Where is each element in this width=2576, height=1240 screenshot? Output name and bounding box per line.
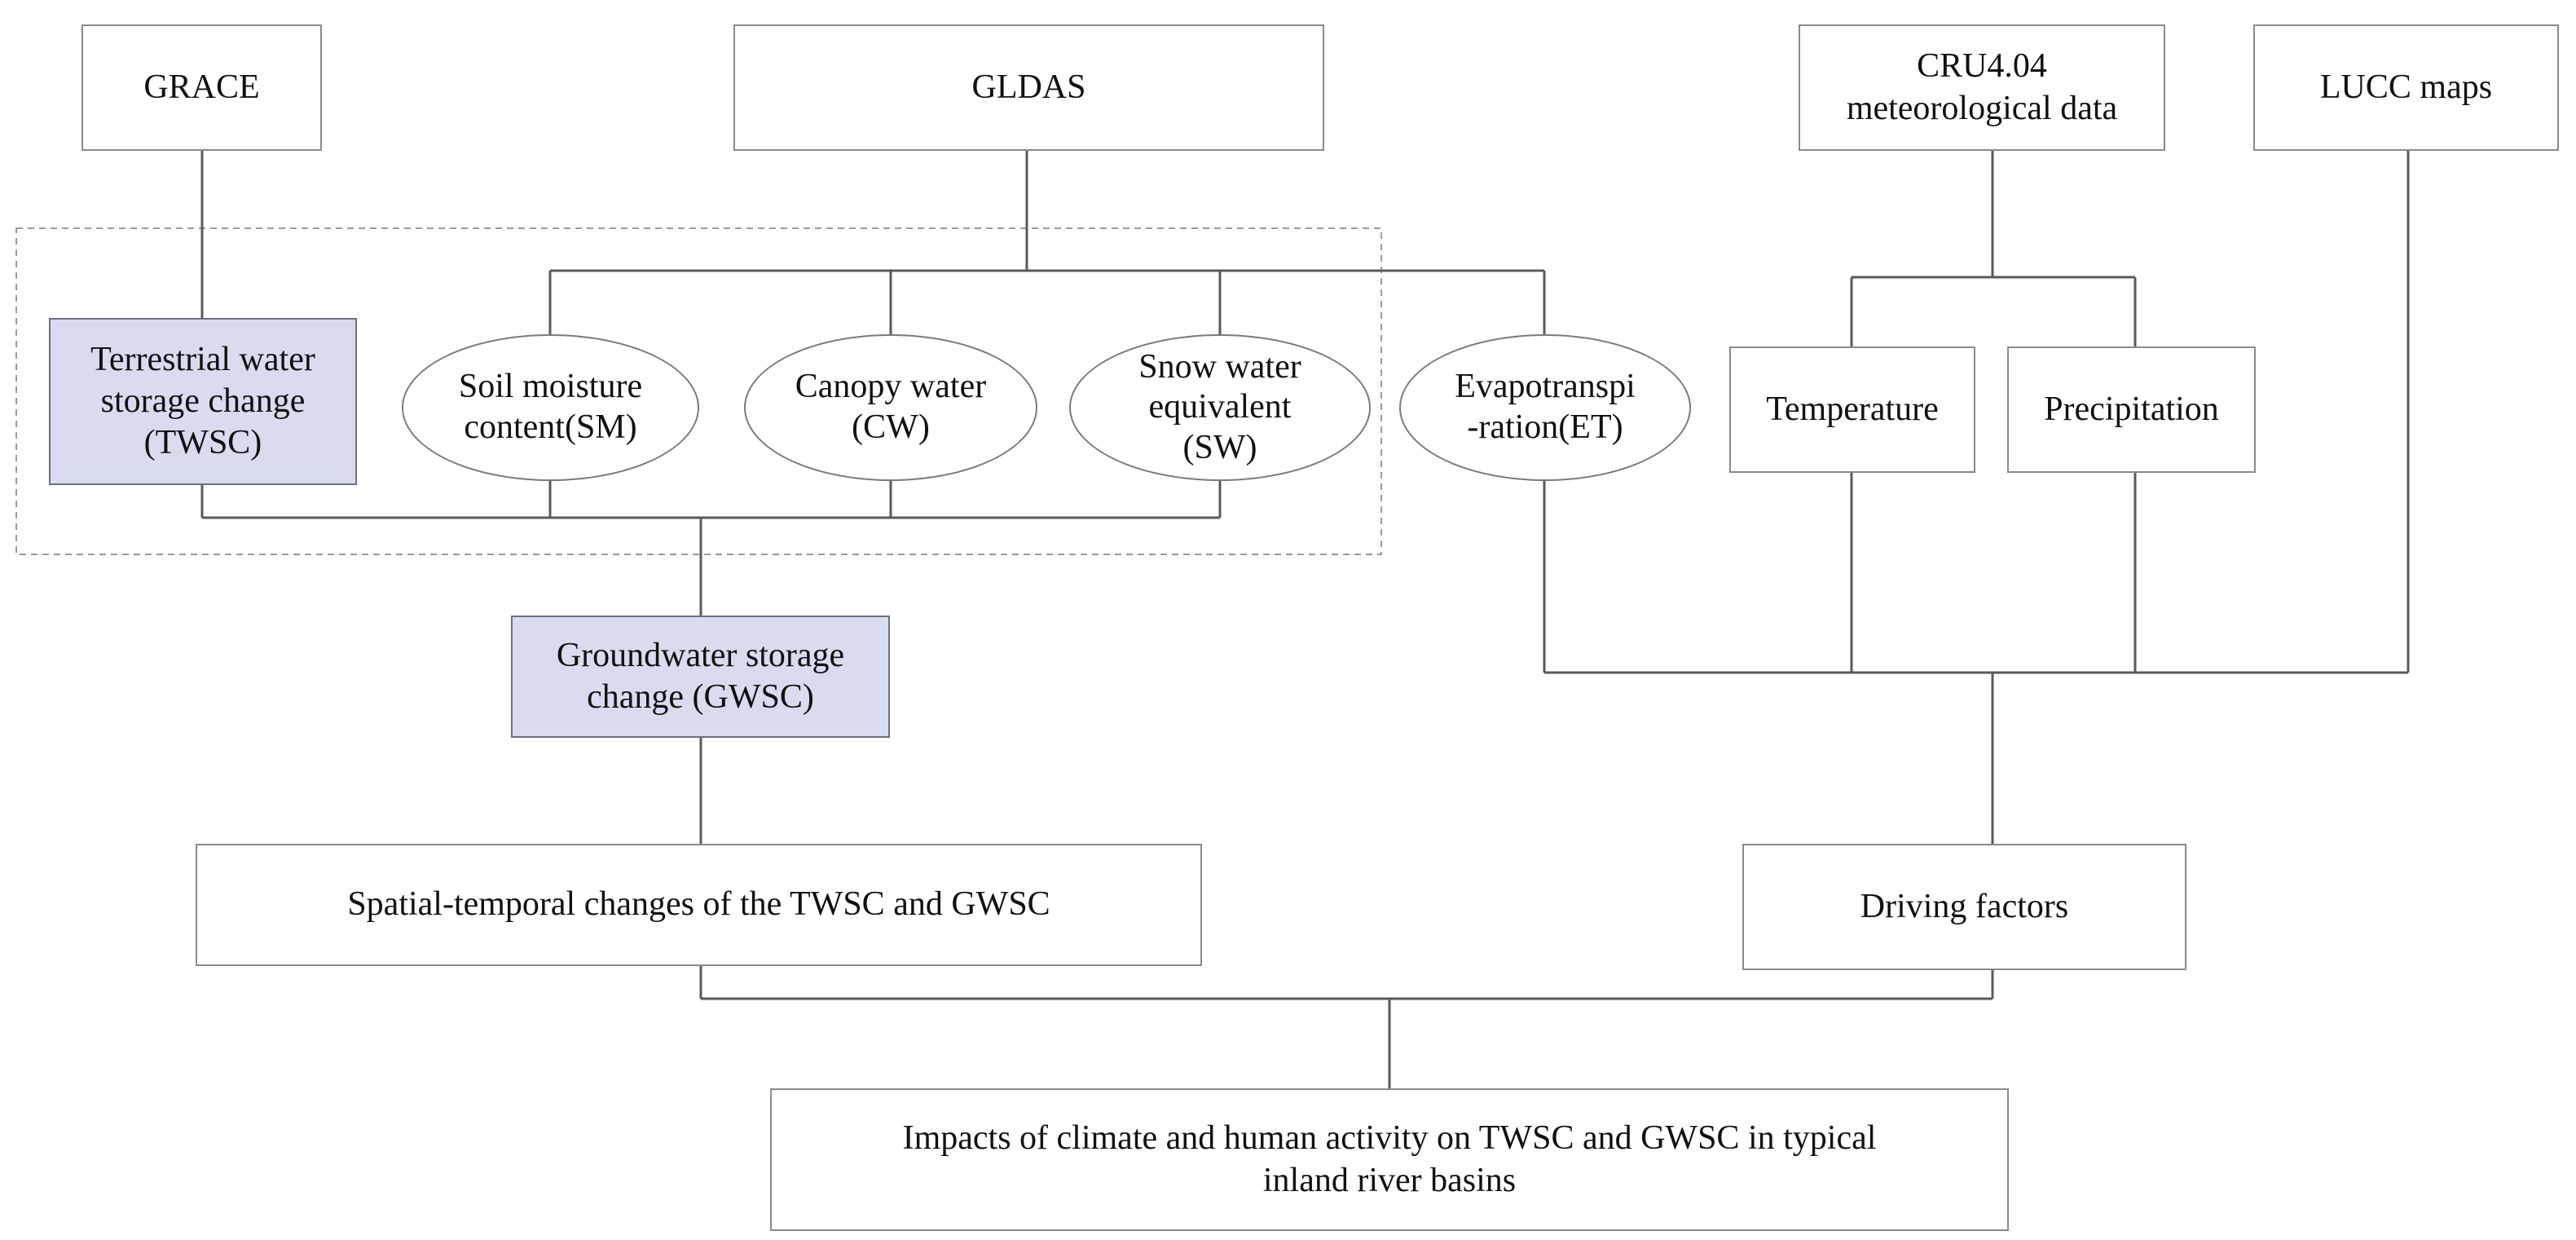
gwsc-label: Groundwater storage change (GWSC) (556, 636, 845, 716)
snow-water-ellipse: Snow water equivalent (SW) (1069, 334, 1371, 481)
gldas-components-group-border (15, 227, 1382, 555)
precipitation-label: Precipitation (2044, 390, 2219, 428)
gldas-label: GLDAS (971, 68, 1086, 106)
canopy-water-ellipse: Canopy water (CW) (744, 334, 1037, 481)
temperature-box: Temperature (1729, 346, 1975, 473)
precipitation-box: Precipitation (2007, 346, 2256, 473)
cru-box: CRU4.04 meteorological data (1799, 24, 2165, 151)
evapotranspiration-label: Evapotranspi -ration(ET) (1455, 368, 1636, 446)
driving-factors-label: Driving factors (1860, 887, 2069, 925)
lucc-box: LUCC maps (2253, 24, 2559, 151)
impacts-box: Impacts of climate and human activity on… (770, 1088, 2009, 1231)
snow-water-label: Snow water equivalent (SW) (1138, 347, 1301, 466)
soil-moisture-label: Soil moisture content(SM) (458, 368, 643, 446)
grace-box: GRACE (81, 24, 322, 151)
cru-label: CRU4.04 meteorological data (1846, 47, 2118, 127)
twsc-label: Terrestrial water storage change (TWSC) (90, 340, 315, 462)
canopy-water-label: Canopy water (CW) (795, 368, 987, 446)
soil-moisture-ellipse: Soil moisture content(SM) (402, 334, 699, 481)
impacts-label: Impacts of climate and human activity on… (902, 1119, 1877, 1199)
connectors (200, 151, 2410, 1088)
twsc-box: Terrestrial water storage change (TWSC) (49, 318, 357, 485)
temperature-label: Temperature (1766, 390, 1939, 428)
lucc-label: LUCC maps (2319, 68, 2493, 106)
grace-label: GRACE (143, 68, 260, 106)
driving-factors-box: Driving factors (1742, 844, 2186, 970)
spatial-temporal-box: Spatial-temporal changes of the TWSC and… (196, 844, 1202, 966)
gwsc-box: Groundwater storage change (GWSC) (511, 616, 890, 738)
spatial-temporal-label: Spatial-temporal changes of the TWSC and… (347, 885, 1050, 924)
gldas-box: GLDAS (733, 24, 1324, 151)
evapotranspiration-ellipse: Evapotranspi -ration(ET) (1399, 334, 1691, 481)
